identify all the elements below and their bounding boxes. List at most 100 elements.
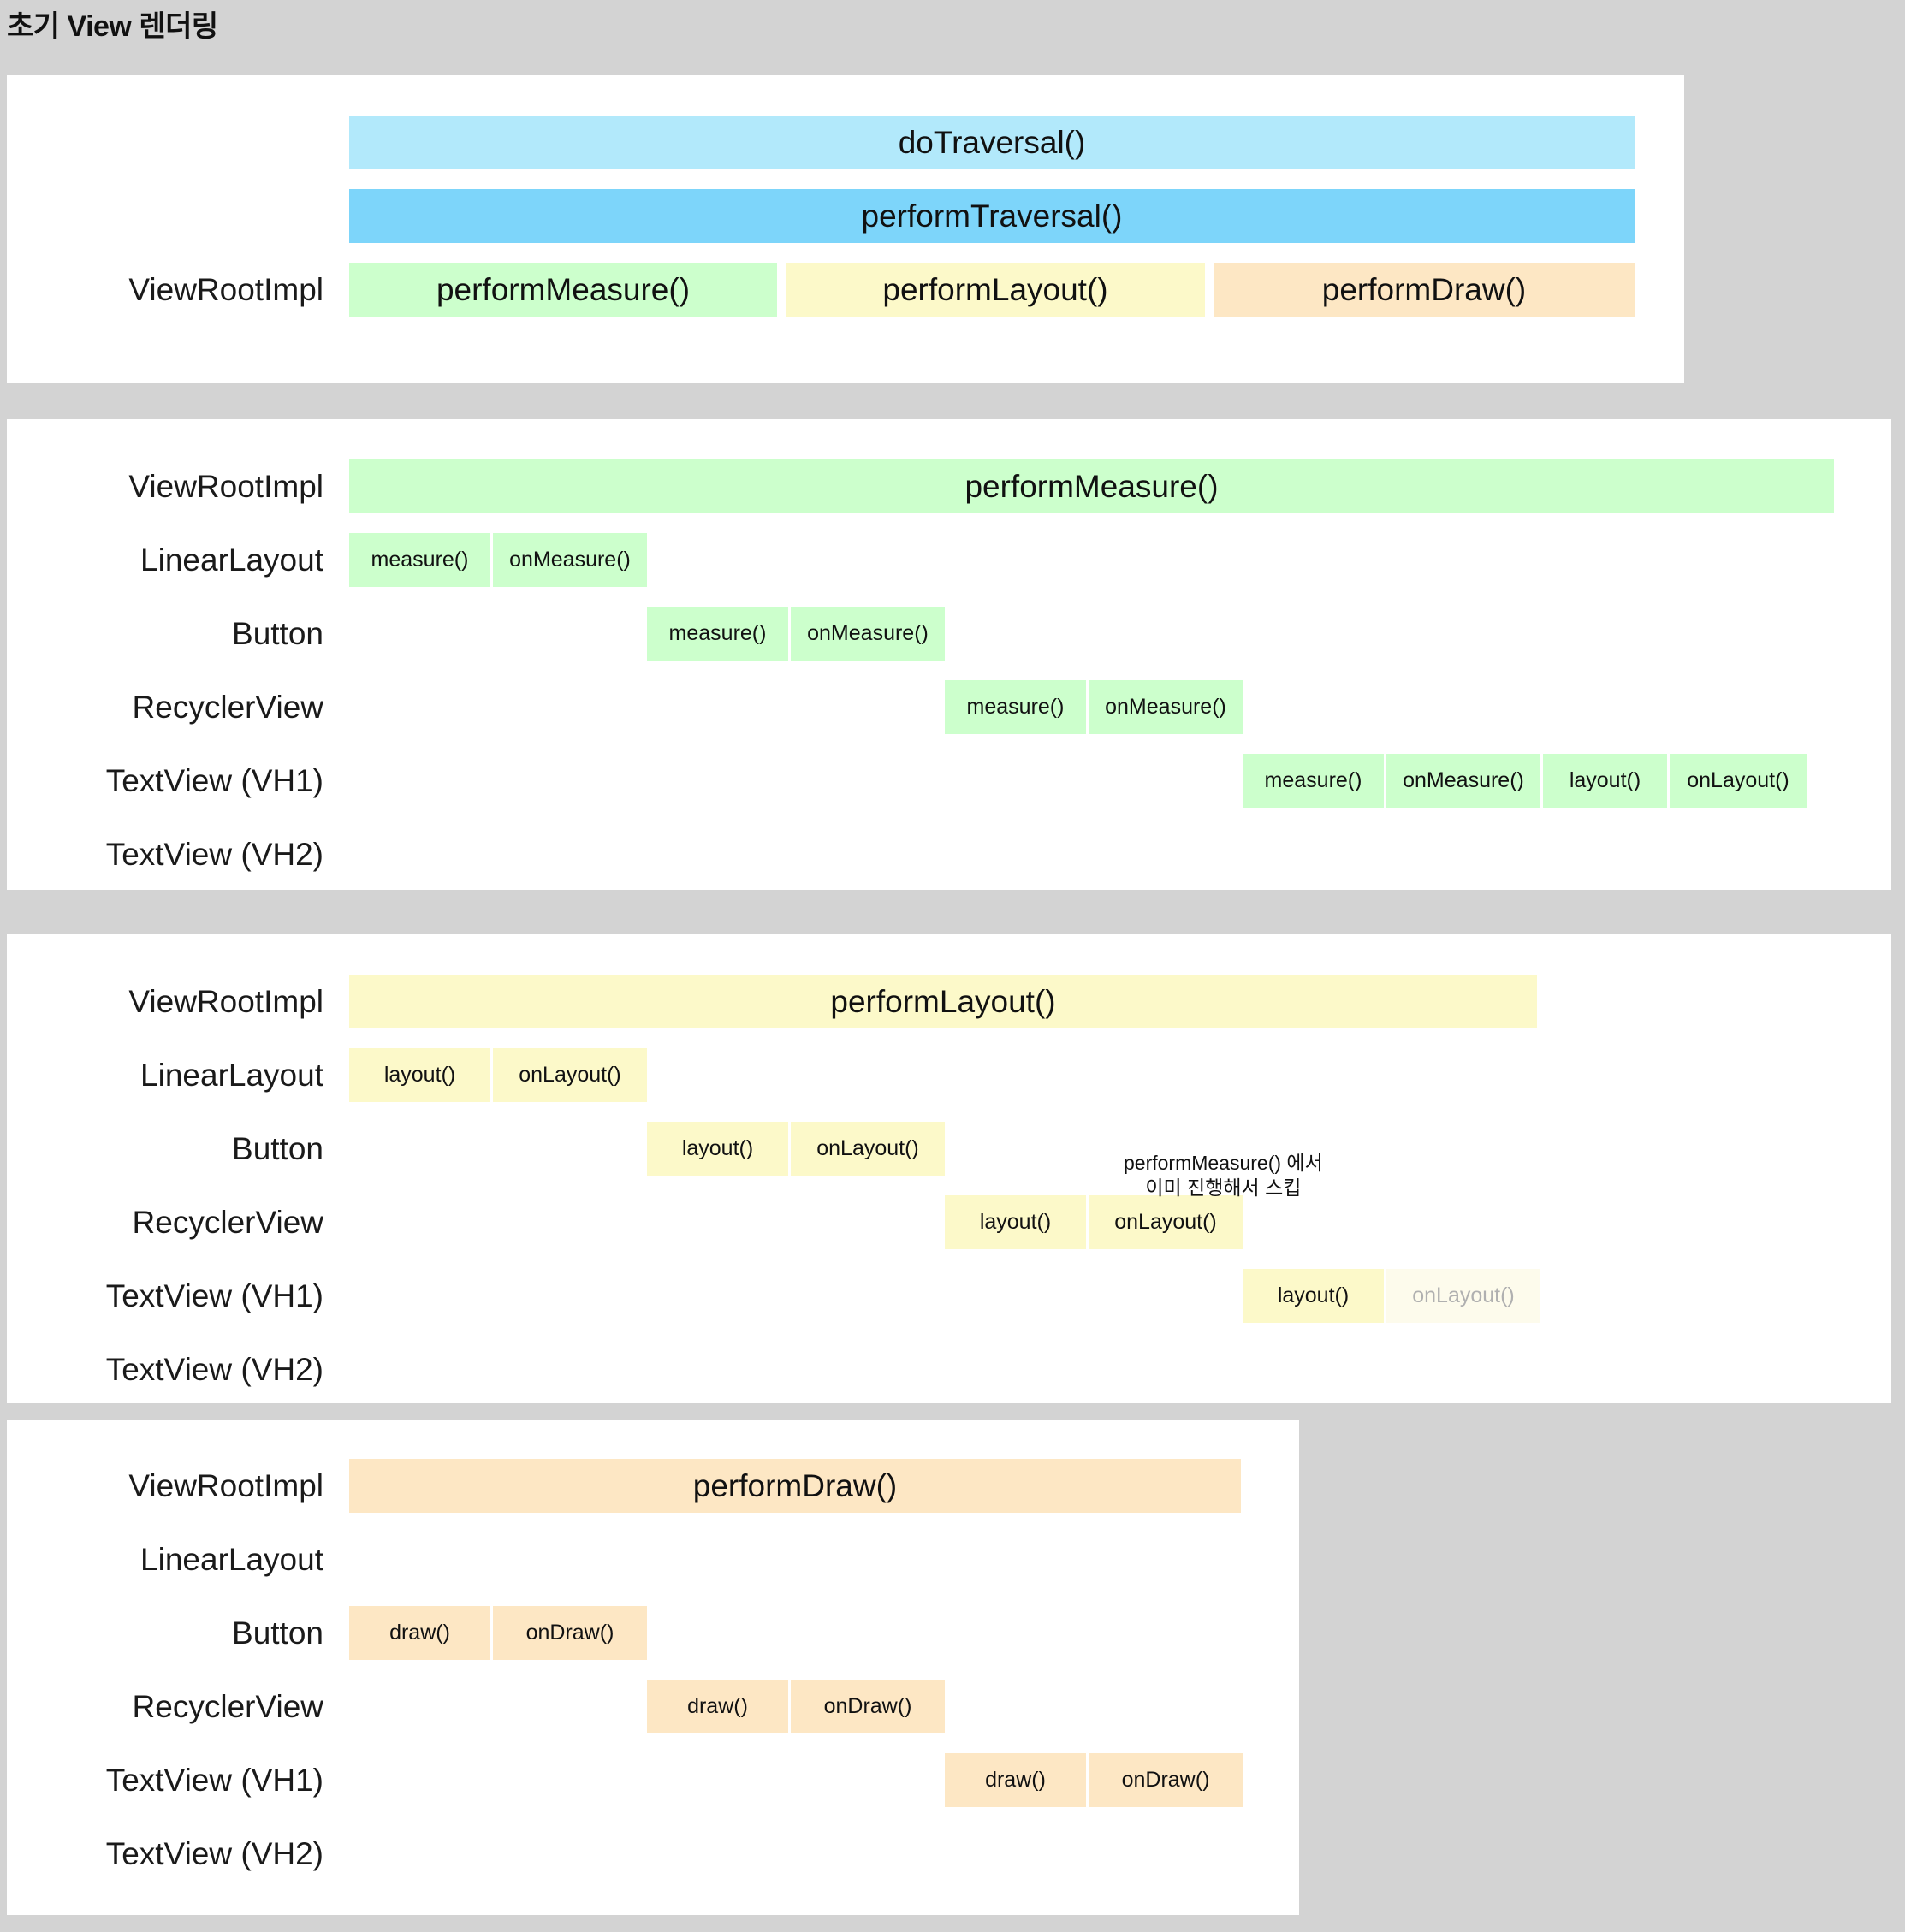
call-bar: draw() [349, 1606, 490, 1660]
timeline-row: LinearLayout measure()onMeasure() [7, 524, 1891, 597]
timeline-row: ViewRootImpl performMeasure()performLayou… [7, 253, 1684, 327]
row-label: ViewRootImpl [128, 272, 323, 307]
row-track: draw()onDraw() [349, 1744, 1890, 1817]
row-track: layout()onLayout() [349, 1186, 1890, 1259]
call-bar: onLayout() [1089, 1195, 1243, 1249]
row-label: TextView (VH1) [105, 1763, 323, 1798]
call-bar: layout() [945, 1195, 1086, 1249]
call-bar: performMeasure() [349, 459, 1834, 513]
row-track: measure()onMeasure() [349, 597, 1890, 671]
call-bar: measure() [647, 607, 788, 661]
call-bar: onLayout() [493, 1048, 647, 1102]
row-label: LinearLayout [140, 1058, 323, 1093]
timeline-row: performTraversal() [7, 180, 1684, 253]
row-track [349, 818, 1890, 892]
page-title: 초기 View 렌더링 [7, 10, 218, 43]
timeline-row: RecyclerView measure()onMeasure() [7, 671, 1891, 744]
call-bar: draw() [647, 1680, 788, 1733]
row-track: layout()onLayout() [349, 1112, 1890, 1186]
call-bar: onLayout() [1386, 1269, 1540, 1323]
panel-traversal-overview: doTraversal() performTraversal() ViewRootI… [7, 75, 1684, 383]
timeline-row: RecyclerView layout()onLayout() [7, 1186, 1891, 1259]
call-bar: measure() [1243, 754, 1384, 808]
call-bar: onMeasure() [791, 607, 945, 661]
timeline-row: Button draw()onDraw() [7, 1597, 1299, 1670]
call-bar: onLayout() [1670, 754, 1807, 808]
row-track: performLayout() [349, 965, 1890, 1039]
timeline-row: Button layout()onLayout() [7, 1112, 1891, 1186]
timeline-row: TextView (VH1) layout()onLayout() [7, 1259, 1891, 1333]
timeline-row: TextView (VH1) draw()onDraw() [7, 1744, 1299, 1817]
row-label: TextView (VH2) [105, 1836, 323, 1871]
row-label: LinearLayout [140, 542, 323, 578]
row-label: TextView (VH1) [105, 1278, 323, 1313]
call-bar: draw() [945, 1753, 1086, 1807]
timeline-row: ViewRootImpl performMeasure() [7, 450, 1891, 524]
call-bar: layout() [647, 1122, 788, 1176]
call-bar: onMeasure() [1089, 680, 1243, 734]
row-label: ViewRootImpl [128, 1468, 323, 1503]
row-label: TextView (VH2) [105, 1352, 323, 1387]
row-track: draw()onDraw() [349, 1597, 1890, 1670]
call-bar: performDraw() [349, 1459, 1241, 1513]
call-bar: measure() [945, 680, 1086, 734]
row-label: Button [232, 1615, 323, 1650]
call-bar: onDraw() [493, 1606, 647, 1660]
call-bar: layout() [1543, 754, 1667, 808]
row-track: performMeasure() [349, 450, 1890, 524]
row-track [349, 1523, 1890, 1597]
row-track: measure()onMeasure()layout()onLayout() [349, 744, 1890, 818]
timeline-row: TextView (VH2) [7, 1817, 1299, 1891]
call-bar: doTraversal() [349, 116, 1635, 169]
timeline-row: Button measure()onMeasure() [7, 597, 1891, 671]
call-bar: performMeasure() [349, 263, 777, 317]
row-label: TextView (VH1) [105, 763, 323, 798]
call-bar: layout() [349, 1048, 490, 1102]
row-label: LinearLayout [140, 1542, 323, 1577]
row-label: ViewRootImpl [128, 469, 323, 504]
row-label: Button [232, 616, 323, 651]
row-track: measure()onMeasure() [349, 524, 1890, 597]
row-label: RecyclerView [132, 1689, 323, 1724]
row-label [7, 106, 323, 180]
row-track [349, 1817, 1890, 1891]
timeline-row: TextView (VH1) measure()onMeasure()layout… [7, 744, 1891, 818]
row-label [7, 180, 323, 253]
row-label: TextView (VH2) [105, 837, 323, 872]
row-label: RecyclerView [132, 1205, 323, 1240]
row-track: performMeasure()performLayout()performDr… [349, 253, 1890, 327]
row-track: measure()onMeasure() [349, 671, 1890, 744]
call-bar: performTraversal() [349, 189, 1635, 243]
timeline-row: ViewRootImpl performLayout() [7, 965, 1891, 1039]
call-bar: onMeasure() [493, 533, 647, 587]
timeline-row: LinearLayout layout()onLayout() [7, 1039, 1891, 1112]
call-bar: performDraw() [1214, 263, 1635, 317]
row-track: doTraversal() [349, 106, 1890, 180]
row-label: RecyclerView [132, 690, 323, 725]
timeline-row: TextView (VH2) [7, 818, 1891, 892]
call-bar: measure() [349, 533, 490, 587]
row-track: layout()onLayout() [349, 1039, 1890, 1112]
row-track [349, 1333, 1890, 1407]
call-bar: onLayout() [791, 1122, 945, 1176]
call-bar: performLayout() [349, 975, 1537, 1028]
call-bar: onDraw() [791, 1680, 945, 1733]
timeline-row: TextView (VH2) [7, 1333, 1891, 1407]
timeline-row: RecyclerView draw()onDraw() [7, 1670, 1299, 1744]
call-bar: layout() [1243, 1269, 1384, 1323]
call-bar: onMeasure() [1386, 754, 1540, 808]
timeline-row: doTraversal() [7, 106, 1684, 180]
panel-perform-layout-detail: ViewRootImpl performLayout() LinearLayout l… [7, 934, 1891, 1403]
call-bar: onDraw() [1089, 1753, 1243, 1807]
timeline-row: LinearLayout [7, 1523, 1299, 1597]
call-bar: performLayout() [786, 263, 1205, 317]
row-track: performTraversal() [349, 180, 1890, 253]
skip-annotation: performMeasure() 에서 이미 진행해서 스킵 [1124, 1152, 1323, 1200]
row-label: ViewRootImpl [128, 984, 323, 1019]
timeline-row: ViewRootImpl performDraw() [7, 1449, 1299, 1523]
row-label: Button [232, 1131, 323, 1166]
row-track: layout()onLayout() [349, 1259, 1890, 1333]
row-track: draw()onDraw() [349, 1670, 1890, 1744]
row-track: performDraw() [349, 1449, 1890, 1523]
